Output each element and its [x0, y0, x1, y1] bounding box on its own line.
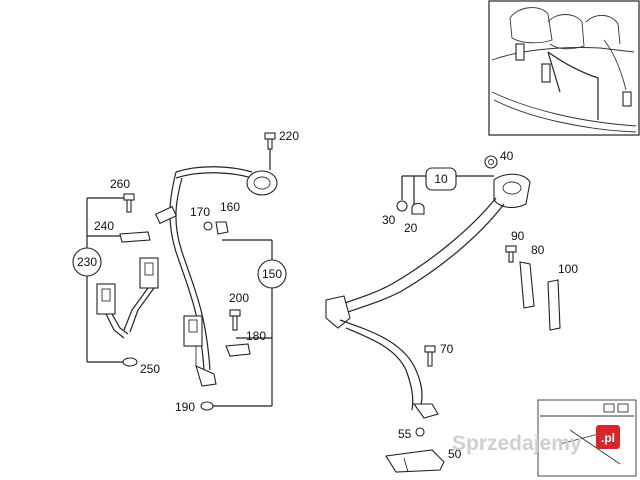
bolt-220 — [264, 132, 276, 140]
belt-guide — [154, 205, 178, 225]
label-100: 100 — [558, 262, 578, 276]
inset-belt-2 — [547, 51, 561, 93]
cap-20 — [411, 202, 425, 215]
inset-seat-back — [509, 7, 553, 44]
watermark-badge-bg — [596, 425, 620, 449]
nut-55 — [415, 427, 425, 437]
washer-250 — [122, 357, 138, 367]
inset-floor-line — [491, 91, 637, 127]
highlight-10 — [425, 167, 457, 191]
label-90: 90 — [511, 229, 525, 243]
left-belt-assembly — [154, 166, 278, 387]
nut-40 — [484, 155, 498, 169]
watermark-text: Sprzedajemy — [452, 432, 582, 455]
washer-190 — [200, 401, 214, 411]
label-55: 55 — [398, 427, 412, 441]
inset-buckle — [515, 43, 525, 61]
bracket-180 — [225, 343, 251, 357]
callout-box-10: 10 — [425, 167, 457, 191]
end-fitting — [412, 403, 439, 419]
bolt-70 — [424, 345, 436, 353]
inset-anchor — [622, 91, 632, 107]
buckle-right — [139, 257, 159, 289]
buckle-left — [96, 283, 116, 315]
label-240: 240 — [94, 219, 114, 233]
label-180: 180 — [246, 329, 266, 343]
lap-guide — [325, 295, 351, 329]
belt-tongue — [183, 315, 203, 347]
inset-seat-back-2 — [547, 14, 585, 50]
watermark-badge: .pl — [601, 431, 615, 445]
mount-bracket — [119, 231, 151, 243]
inset-floor-line-2 — [493, 99, 637, 133]
inset-seat-edge — [491, 47, 635, 61]
callout-circle-150: 150 — [257, 259, 287, 289]
bolt-260 — [123, 193, 135, 201]
label-200: 200 — [229, 291, 249, 305]
inset-belt — [547, 51, 599, 120]
right-belt-assembly — [325, 155, 561, 473]
trim-cover-100 — [547, 279, 561, 331]
upper-retractor — [493, 173, 531, 209]
washer-30 — [396, 200, 408, 212]
right-assembly-bracket — [401, 175, 494, 206]
inset-buckle-2 — [541, 63, 551, 83]
spacer-160 — [215, 221, 229, 235]
bolt-90 — [505, 245, 517, 253]
inset-pillar — [603, 39, 627, 91]
label-80: 80 — [531, 243, 545, 257]
callout-circle-230: 230 — [72, 247, 102, 277]
bolt-200 — [229, 309, 241, 317]
label-250: 250 — [140, 362, 160, 376]
label-260: 260 — [110, 177, 130, 191]
watermark: Sprzedajemy .pl — [452, 425, 620, 455]
label-190: 190 — [175, 400, 195, 414]
mini-inset-frame — [537, 399, 637, 477]
label-170: 170 — [190, 205, 210, 219]
label-10: 10 — [434, 172, 448, 186]
buckle-pair — [96, 193, 159, 367]
label-220: 220 — [279, 129, 299, 143]
label-20: 20 — [404, 221, 418, 235]
inset-interior-view — [488, 0, 640, 136]
retractor-housing — [246, 170, 278, 196]
inset-seat-back-3 — [585, 15, 621, 45]
label-40: 40 — [500, 149, 514, 163]
label-150: 150 — [262, 267, 282, 281]
left-small-parts — [200, 132, 276, 411]
inset-frame — [488, 0, 640, 136]
label-70: 70 — [440, 342, 454, 356]
left-assembly-bracket — [86, 142, 273, 407]
floor-anchor-50 — [385, 449, 445, 473]
lower-anchor — [195, 365, 217, 387]
label-50: 50 — [448, 447, 462, 461]
nut-170 — [203, 221, 213, 231]
label-230: 230 — [77, 255, 97, 269]
label-30: 30 — [382, 213, 396, 227]
anchor-plate-80 — [519, 261, 535, 309]
label-160: 160 — [220, 200, 240, 214]
